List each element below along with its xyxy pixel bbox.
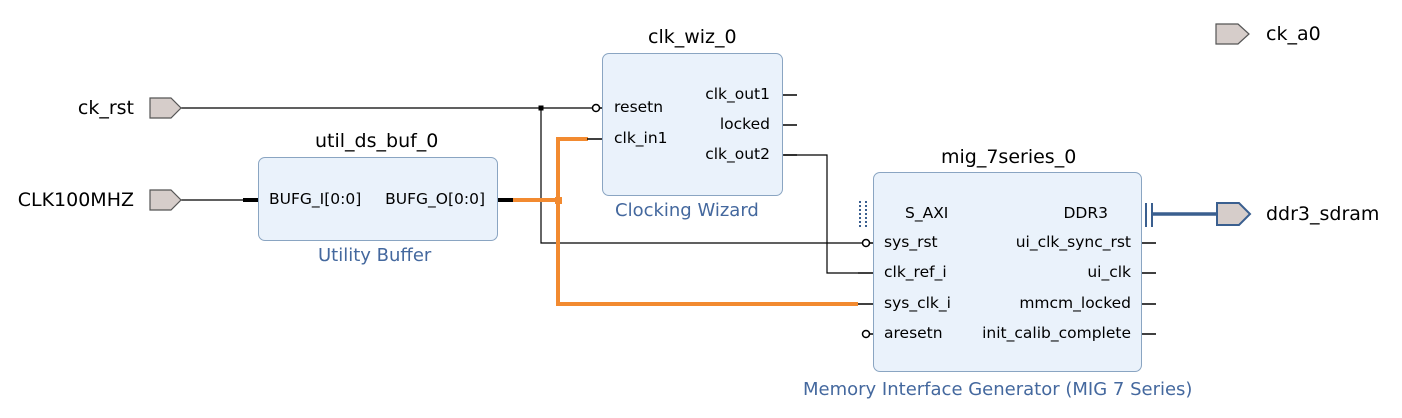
clk-wiz-title: clk_wiz_0 [648,26,737,48]
mig-title: mig_7series_0 [941,146,1077,168]
mig-pin-mmcm-locked: mmcm_locked [1019,294,1131,312]
mig-pin-ddr3: DDR3 [1063,204,1108,222]
clock-junction [555,197,562,204]
util-ds-buf-block[interactable] [258,157,498,241]
s-axi-interface-icon[interactable] [859,201,867,227]
ddr3-bus[interactable] [1139,203,1218,227]
clk-wiz-subtitle: Clocking Wizard [615,200,759,221]
port-ck-rst-shape[interactable] [149,97,182,119]
port-clk100mhz-shape[interactable] [149,189,182,211]
clk-wiz-pin-clk-out2: clk_out2 [705,145,770,163]
mig-pin-sys-clk-i: sys_clk_i [884,294,951,312]
mig-pin-s-axi: S_AXI [905,204,949,222]
mig-block[interactable] [873,172,1142,372]
port-ck-a0-shape[interactable] [1215,23,1250,45]
port-ddr3-sdram-shape[interactable] [1216,202,1252,226]
net-clk-out2[interactable] [784,154,858,274]
mig-pin-init-calib-complete: init_calib_complete [982,324,1131,342]
port-ck-rst[interactable]: ck_rst [77,97,134,119]
clk-wiz-block[interactable] [602,53,783,196]
mig-pin-sys-rst: sys_rst [884,233,938,251]
port-ck-a0[interactable]: ck_a0 [1266,23,1321,45]
mig-subtitle: Memory Interface Generator (MIG 7 Series… [803,379,1193,400]
util-pin-bufg-i: BUFG_I[0:0] [269,190,362,208]
junctions [538,105,544,111]
clock-net [512,137,858,306]
util-buf-title: util_ds_buf_0 [315,130,439,152]
mig-pin-ui-clk: ui_clk [1087,263,1131,281]
port-clk100mhz[interactable]: CLK100MHZ [17,189,134,211]
clk-wiz-pin-locked: locked [719,115,770,133]
clkwiz-pins [587,94,797,156]
clk-wiz-pin-resetn: resetn [614,98,664,116]
clk-wiz-pin-clk-out1: clk_out1 [705,85,770,103]
net-sys-clk[interactable] [556,137,858,306]
mig-pins [858,238,1156,339]
clk-wiz-pin-clk-in1: clk_in1 [614,129,668,147]
mig-pin-aresetn: aresetn [884,324,943,342]
util-pin-bufg-o: BUFG_O[0:0] [385,190,485,208]
mig-pin-ui-clk-sync-rst: ui_clk_sync_rst [1015,233,1131,251]
net-ck-rst-branch[interactable] [540,108,862,244]
mig-pin-clk-ref-i: clk_ref_i [884,263,947,281]
util-buf-subtitle: Utility Buffer [318,245,432,266]
port-ddr3-sdram[interactable]: ddr3_sdram [1266,203,1380,225]
nets [180,107,862,274]
junction-dot [538,105,544,111]
